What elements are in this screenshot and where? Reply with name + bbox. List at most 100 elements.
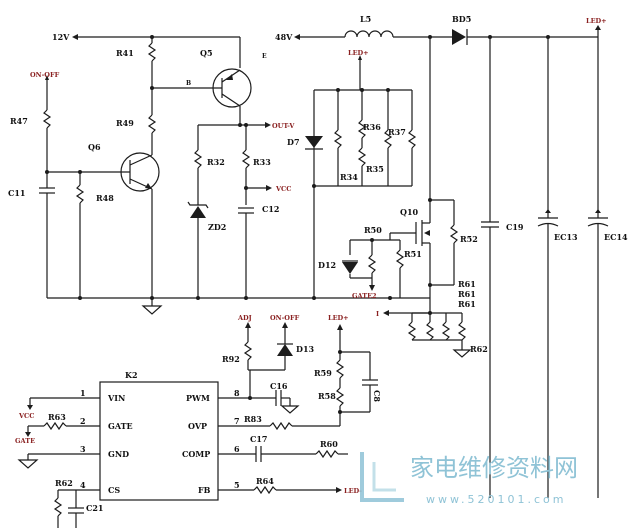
ic-pin-2 xyxy=(25,421,100,437)
ic-K2 xyxy=(99,381,219,501)
resistor-R52 xyxy=(428,224,459,287)
capacitor-C11 xyxy=(39,187,55,298)
part-D12-label: D12 xyxy=(318,260,336,270)
part-C11-label: C11 xyxy=(8,188,26,198)
ic-pin-5 xyxy=(218,485,342,495)
part-R62b-label: R62 xyxy=(55,478,73,488)
ic-pin-7 xyxy=(218,412,341,431)
net-gate2-label: GATE2 xyxy=(352,292,377,300)
part-Q5-label: Q5 xyxy=(200,48,213,58)
part-EC13-label: EC13 xyxy=(554,232,578,242)
ic-pin-3 xyxy=(17,453,100,469)
ic-pin-4 xyxy=(53,489,100,528)
part-R59-label: R59 xyxy=(314,368,332,378)
part-R83-label: R83 xyxy=(244,414,262,424)
part-R92-label: R92 xyxy=(222,354,240,364)
net-48v-label: 48V xyxy=(275,32,293,42)
ic-pin-8-name: PWM xyxy=(186,393,210,403)
part-R32-label: R32 xyxy=(207,157,225,167)
net-led-plus-mid-label: LED+ xyxy=(328,314,349,322)
part-R62-label: R62 xyxy=(470,344,488,354)
zener-ZD2 xyxy=(187,201,209,298)
watermark-cn: 家电维修资料网 xyxy=(410,454,578,482)
net-adj-label: ADJ xyxy=(237,314,252,322)
part-D7-label: D7 xyxy=(287,137,300,147)
part-R50-label: R50 xyxy=(364,225,382,235)
part-C19-label: C19 xyxy=(506,222,524,232)
net-adj xyxy=(243,322,253,371)
net-vcc-mid-label: VCC xyxy=(275,185,291,193)
part-C16-label: C16 xyxy=(270,381,288,391)
ic-ref-label: K2 xyxy=(125,370,138,380)
rail-12v xyxy=(72,34,241,68)
net-on-off-bottom-label: ON-OFF xyxy=(270,314,300,322)
part-R47-label: R47 xyxy=(10,116,28,126)
part-R58-label: R58 xyxy=(318,391,336,401)
cluster-D7 xyxy=(305,88,417,298)
ic-pin-1 xyxy=(27,397,100,410)
ic-pin-3-name: GND xyxy=(108,449,129,459)
part-Q6-label: Q6 xyxy=(88,142,101,152)
ic-pin-1-num: 1 xyxy=(80,388,86,398)
ic-pin-5-num: 5 xyxy=(234,480,240,490)
resistor-R41 xyxy=(147,37,157,115)
transistor-Q5 xyxy=(150,68,252,125)
part-R64-label: R64 xyxy=(256,476,274,486)
rail-ground-top xyxy=(47,296,430,315)
resistor-R49 xyxy=(147,114,157,155)
part-C12-label: C12 xyxy=(262,204,280,214)
ic-pin-8-num: 8 xyxy=(234,388,240,398)
watermark-logo xyxy=(360,452,404,502)
ic-pin-6-name: COMP xyxy=(182,449,210,459)
net-gate-left-label: GATE xyxy=(15,437,35,445)
net-led-plus-right-label: LED+ xyxy=(586,17,607,25)
part-R61a-label: R61 xyxy=(458,279,476,289)
q5-emitter-pin: E xyxy=(262,53,267,60)
part-R35-label: R35 xyxy=(366,164,384,174)
net-on-off-bottom xyxy=(250,322,293,371)
part-EC14-label: EC14 xyxy=(604,232,628,242)
part-R61c-label: R61 xyxy=(458,299,476,309)
part-R63-label: R63 xyxy=(48,412,66,422)
part-R48-label: R48 xyxy=(96,193,114,203)
net-out-v-label: OUT-V xyxy=(272,122,295,130)
resistor-R48 xyxy=(75,172,85,298)
part-R60-label: R60 xyxy=(320,439,338,449)
part-R41-label: R41 xyxy=(116,48,134,58)
part-R36-label: R36 xyxy=(363,122,381,132)
ic-pin-4-name: CS xyxy=(108,485,120,495)
resistor-R33 xyxy=(241,149,272,205)
ic-pin-6-num: 6 xyxy=(234,444,240,454)
capacitor-C12 xyxy=(238,207,254,298)
ovp-divider xyxy=(335,324,378,414)
part-Q10-label: Q10 xyxy=(400,207,419,217)
ic-pin-2-num: 2 xyxy=(80,416,86,426)
output-caps xyxy=(481,37,609,498)
net-led-minus-label: LED- xyxy=(344,487,362,495)
part-C8-label: C8 xyxy=(372,390,382,402)
mosfet-Q10 xyxy=(390,37,455,285)
part-BD5-label: BD5 xyxy=(452,14,471,24)
part-C17-label: C17 xyxy=(250,434,268,444)
resistor-R32 xyxy=(193,149,203,205)
net-12v-label: 12V xyxy=(52,32,70,42)
part-R49-label: R49 xyxy=(116,118,134,128)
part-R37-label: R37 xyxy=(388,127,406,137)
watermark-url: www.520101.com xyxy=(426,493,566,506)
ic-pin-5-name: FB xyxy=(198,485,211,495)
rail-48v xyxy=(294,25,601,45)
ic-pin-6 xyxy=(218,446,348,462)
part-R33-label: R33 xyxy=(253,157,271,167)
part-R34-label: R34 xyxy=(340,172,358,182)
net-on-off-left-label: ON-OFF xyxy=(30,71,60,79)
q5-base-pin: B xyxy=(186,80,191,87)
net-vcc-left-label: VCC xyxy=(18,412,34,420)
transistor-Q6 xyxy=(45,152,160,298)
ic-pin-7-name: OVP xyxy=(188,421,207,431)
part-R52-label: R52 xyxy=(460,234,478,244)
ic-pin-7-num: 7 xyxy=(234,416,240,426)
part-ZD2-label: ZD2 xyxy=(208,222,226,232)
gate-network xyxy=(342,233,405,298)
part-D13-label: D13 xyxy=(296,344,315,354)
